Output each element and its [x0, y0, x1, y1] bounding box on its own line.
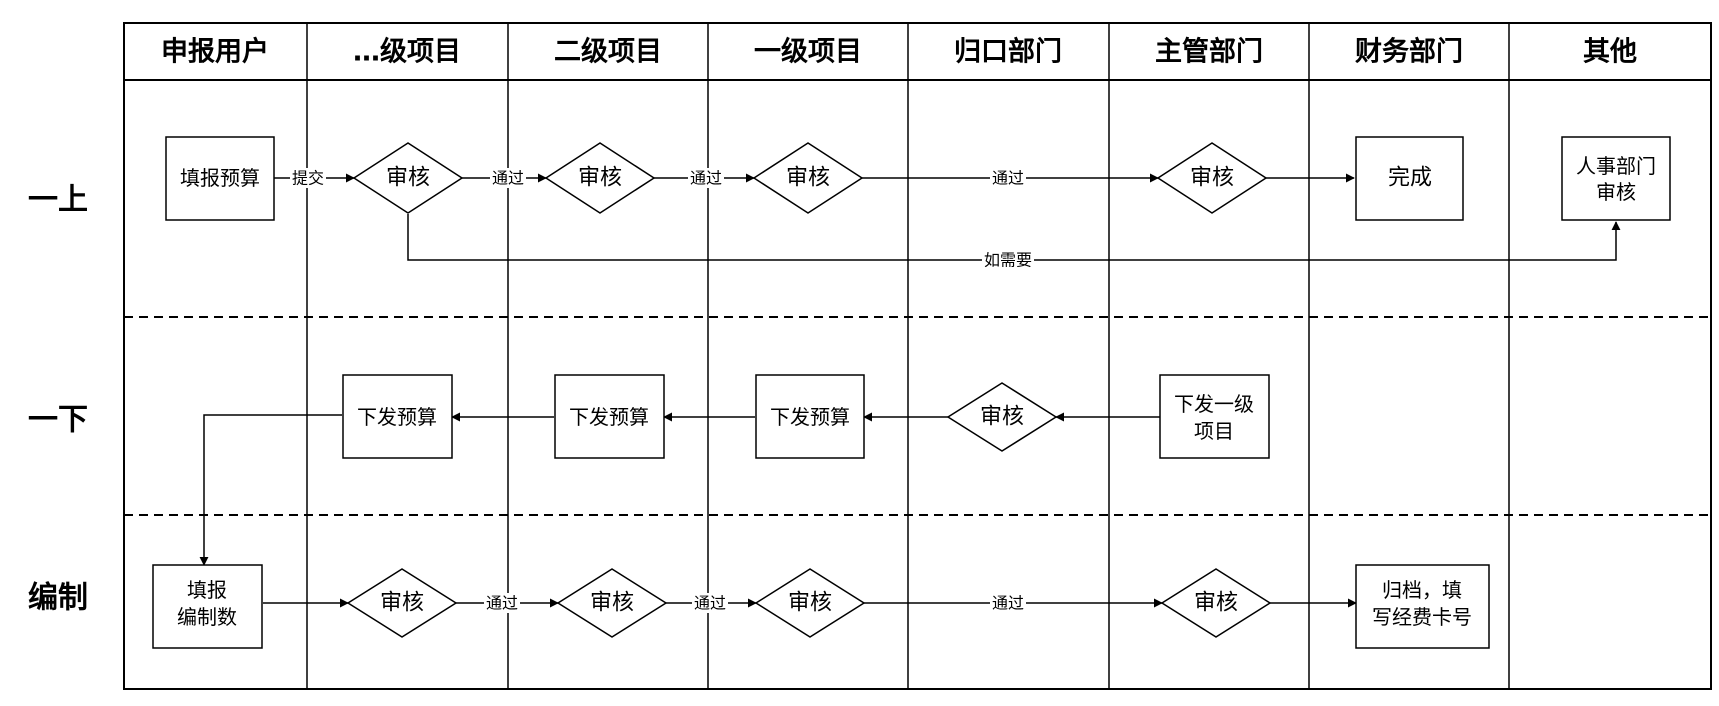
node-label-review: 审核 [788, 591, 832, 616]
column-header-other: 其他 [1583, 37, 1637, 68]
node-label-hr-review-line1: 人事部门 [1576, 154, 1656, 178]
node-label-fill-budget: 填报预算 [180, 166, 260, 190]
node-label-review: 审核 [380, 591, 424, 616]
node-review-diamond [346, 568, 458, 638]
node-label-review: 审核 [578, 166, 622, 191]
column-header-supervising-dept: 主管部门 [1155, 36, 1263, 68]
row-header-compile: 编制 [28, 581, 88, 616]
node-fill-compile [152, 564, 263, 649]
node-review-diamond [754, 568, 866, 638]
node-label-issue-top-line2: 项目 [1194, 419, 1234, 443]
node-review-diamond [544, 142, 656, 214]
node-review-diamond [946, 382, 1058, 452]
column-header-level-n-project: …级项目 [353, 36, 461, 68]
node-label-archive-line2: 写经费卡号 [1372, 605, 1472, 629]
node-label-issue-budget: 下发预算 [357, 405, 437, 429]
node-issue-top-project [1159, 374, 1270, 459]
node-review-diamond [1156, 142, 1268, 214]
edge-issue-to-fill-compile [199, 414, 342, 566]
node-issue-budget [342, 374, 453, 459]
node-label-fill-compile-line1: 填报 [187, 578, 227, 602]
node-label-archive-line1: 归档，填 [1382, 578, 1462, 602]
node-label-hr-review-line2: 审核 [1596, 180, 1636, 204]
column-header-level-2-project: 二级项目 [554, 36, 662, 68]
node-label-review: 审核 [1194, 591, 1238, 616]
node-complete [1355, 136, 1464, 221]
node-fill-budget [165, 136, 275, 221]
node-label-review: 审核 [980, 405, 1024, 430]
column-header-applicant: 申报用户 [161, 36, 269, 68]
column-header-centralized-dept: 归口部门 [954, 36, 1062, 68]
node-label-review: 审核 [786, 166, 830, 191]
edge-label-pass: 通过 [992, 169, 1024, 188]
node-label-issue-budget: 下发预算 [569, 405, 649, 429]
node-archive [1355, 564, 1490, 649]
node-label-fill-compile-line2: 编制数 [177, 605, 237, 629]
edge-label-pass: 通过 [694, 594, 726, 613]
grid-frame [123, 22, 1712, 690]
node-review-diamond [556, 568, 668, 638]
row-header-first-down: 一下 [28, 403, 88, 438]
column-headers: 申报用户 …级项目 二级项目 一级项目 归口部门 主管部门 财务部门 其他 [161, 36, 1637, 68]
edge-label-pass: 通过 [492, 169, 524, 188]
row-headers: 一上 一下 编制 [28, 183, 88, 616]
node-label-issue-top-line1: 下发一级 [1174, 392, 1254, 416]
node-label-review: 审核 [590, 591, 634, 616]
swimlane-grid [123, 22, 1712, 690]
node-label-review: 审核 [386, 166, 430, 191]
node-issue-budget [554, 374, 665, 459]
node-review-diamond [352, 142, 464, 214]
node-labels: 填报预算 审核 审核 审核 审核 完成 人事部门 审核 下发预算 下发预算 下发… [177, 154, 1656, 629]
edge-label-submit: 提交 [292, 169, 324, 188]
node-label-review: 审核 [1190, 166, 1234, 191]
row-header-first-up: 一上 [28, 183, 88, 218]
nodes [152, 136, 1671, 649]
edge-label-if-needed: 如需要 [984, 251, 1032, 270]
node-review-diamond [752, 142, 864, 214]
node-review-diamond [1160, 568, 1272, 638]
edge-labels: 提交 通过 通过 通过 如需要 通过 通过 通过 [290, 168, 1034, 613]
node-issue-budget [755, 374, 865, 459]
column-header-level-1-project: 一级项目 [754, 36, 862, 68]
node-label-issue-budget: 下发预算 [770, 405, 850, 429]
edge-label-pass: 通过 [486, 594, 518, 613]
node-hr-review [1561, 136, 1671, 221]
node-label-complete: 完成 [1388, 166, 1432, 191]
column-header-finance-dept: 财务部门 [1355, 36, 1463, 68]
edge-label-pass: 通过 [690, 169, 722, 188]
edge-label-pass: 通过 [992, 594, 1024, 613]
